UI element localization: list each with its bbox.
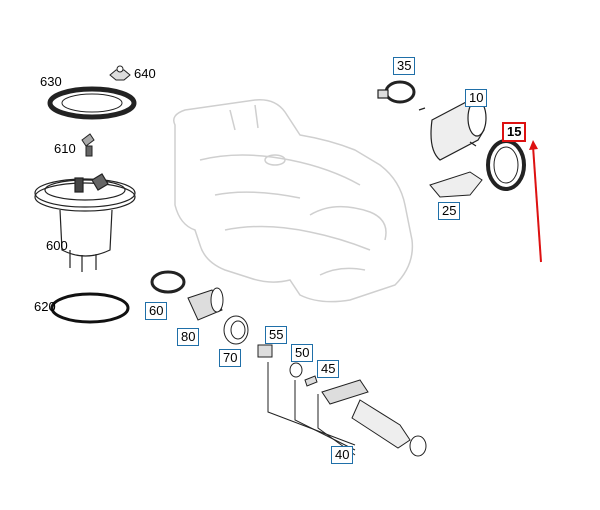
callout-80: 80 [177,328,200,346]
callout-70: 70 [219,349,242,367]
callout-600: 600 [46,238,68,253]
fitting-parts [257,344,427,457]
coupling-part [187,287,224,321]
highlight-arrowhead [529,140,538,150]
fuel-filter [418,99,487,161]
o-ring [50,292,130,324]
hose-clamp [150,270,186,294]
callout-620: 620 [34,299,56,314]
callout-60: 60 [145,302,168,320]
callout-10: 10 [465,89,488,107]
highlight-arrow [532,145,542,263]
callout-50: 50 [291,344,314,362]
callout-25: 25 [438,202,461,220]
nut-part [109,65,131,81]
callout-55: 55 [265,326,288,344]
callout-630: 630 [40,74,62,89]
callout-35: 35 [393,57,416,75]
filter-ring [486,139,526,191]
cover-ring [47,86,137,120]
fuel-tank [173,99,414,303]
callout-610: 610 [54,141,76,156]
callout-15: 15 [502,122,527,142]
leader-lines [267,362,356,456]
fuel-pump-assembly [34,173,136,272]
bracket-part [429,171,483,198]
clamp-part [377,80,416,104]
callout-40: 40 [331,446,354,464]
callout-45: 45 [317,360,340,378]
sleeve-part [223,315,249,345]
sensor-part [81,133,95,157]
callout-640: 640 [134,66,156,81]
